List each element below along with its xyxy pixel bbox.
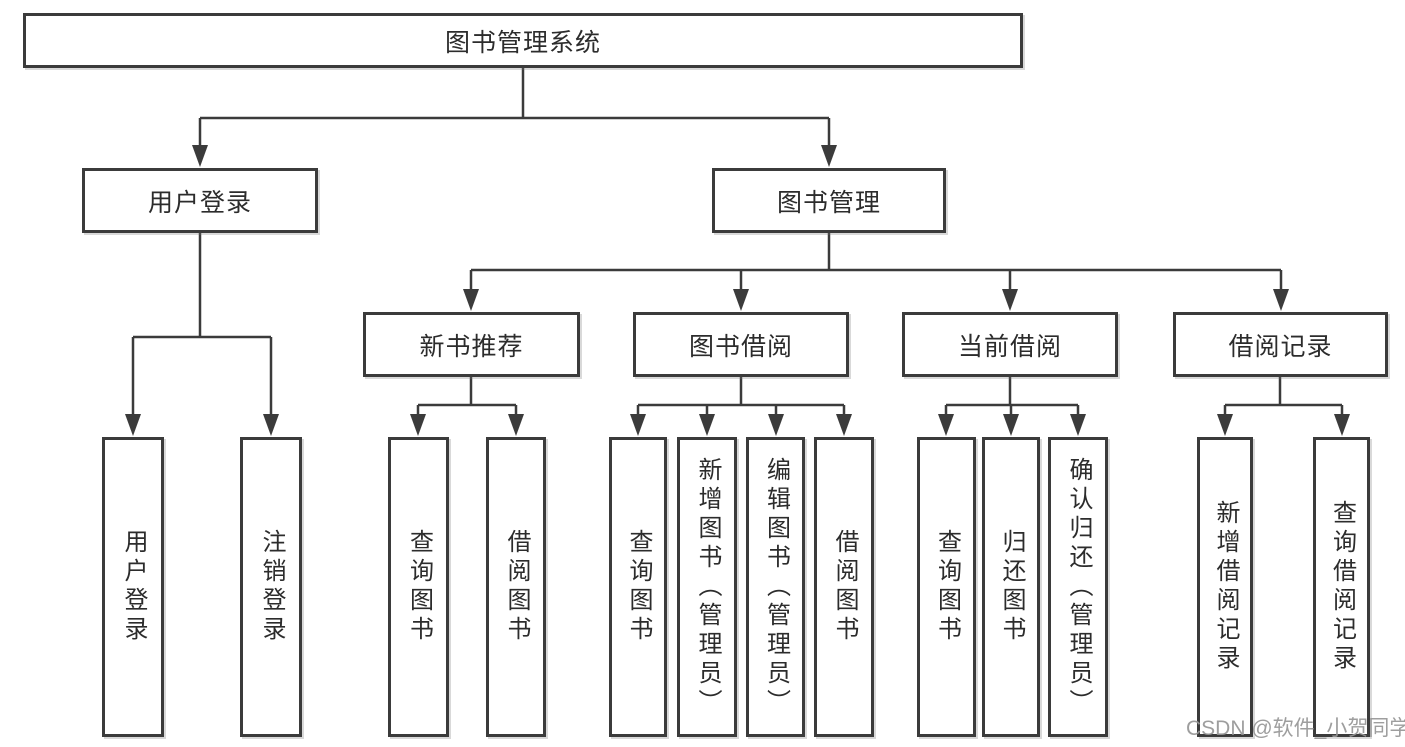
- node-book-management: 图书管理: [712, 168, 946, 233]
- arrowhead: [1217, 414, 1233, 436]
- node-label: 借阅记录: [1228, 332, 1333, 361]
- node-label: 当前借阅: [957, 332, 1062, 361]
- leaf-query-books-current: 查询图书: [917, 437, 976, 737]
- arrowhead: [821, 145, 837, 167]
- arrowhead: [1334, 414, 1350, 436]
- arrowhead: [699, 414, 715, 436]
- arrowhead: [630, 414, 646, 436]
- leaf-borrow-books: 借阅图书: [814, 437, 874, 737]
- node-label: 用户登录: [120, 529, 147, 645]
- arrowhead: [125, 414, 141, 436]
- node-label: 注销登录: [258, 529, 285, 645]
- leaf-user-login: 用户登录: [102, 437, 164, 737]
- arrowhead: [1070, 414, 1086, 436]
- node-new-book-recommend: 新书推荐: [363, 312, 580, 377]
- arrowhead: [508, 414, 524, 436]
- leaf-logout: 注销登录: [240, 437, 302, 737]
- node-label: 确认归还（管理员）: [1065, 456, 1092, 718]
- arrowhead: [768, 414, 784, 436]
- node-label: 查询图书: [405, 529, 433, 645]
- arrowhead: [192, 145, 208, 167]
- node-label: 新书推荐: [419, 332, 524, 361]
- arrowhead: [1273, 289, 1289, 311]
- node-book-borrow: 图书借阅: [633, 312, 849, 377]
- node-label: 归还图书: [998, 529, 1025, 645]
- csdn-watermark: CSDN @软件_小贺同学: [1186, 717, 1405, 740]
- arrowhead: [410, 414, 426, 436]
- node-user-login: 用户登录: [82, 168, 318, 233]
- node-label: 图书借阅: [688, 332, 793, 361]
- arrowhead: [733, 289, 749, 311]
- leaf-query-books-borrow: 查询图书: [609, 437, 667, 737]
- leaf-add-borrow-record: 新增借阅记录: [1197, 437, 1253, 737]
- node-label: 用户登录: [147, 188, 252, 217]
- node-label: 查询图书: [933, 529, 961, 645]
- node-label: 编辑图书（管理员）: [762, 456, 790, 718]
- arrowhead: [938, 414, 954, 436]
- node-label: 新增图书（管理员）: [694, 456, 721, 718]
- node-label: 借阅图书: [503, 529, 530, 645]
- leaf-query-borrow-record: 查询借阅记录: [1313, 437, 1370, 737]
- arrowhead: [263, 414, 279, 436]
- node-label: 查询图书: [625, 529, 652, 645]
- node-current-borrow: 当前借阅: [902, 312, 1118, 377]
- leaf-borrow-books-recommend: 借阅图书: [486, 437, 546, 737]
- leaf-edit-books-admin: 编辑图书（管理员）: [746, 437, 805, 737]
- leaf-add-books-admin: 新增图书（管理员）: [677, 437, 737, 737]
- node-label: 借阅图书: [831, 529, 858, 645]
- arrowhead: [463, 289, 479, 311]
- leaf-confirm-return-admin: 确认归还（管理员）: [1048, 437, 1108, 737]
- node-label: 查询借阅记录: [1328, 500, 1356, 674]
- connector-arrowheads: [125, 145, 1350, 436]
- arrowhead: [836, 414, 852, 436]
- arrowhead: [1003, 414, 1019, 436]
- node-label: 图书管理系统: [444, 28, 601, 57]
- node-label: 新增借阅记录: [1212, 500, 1239, 674]
- node-label: 图书管理: [776, 188, 881, 217]
- node-root: 图书管理系统: [23, 13, 1023, 68]
- leaf-query-books-recommend: 查询图书: [388, 437, 449, 737]
- arrowhead: [1002, 289, 1018, 311]
- leaf-return-books: 归还图书: [982, 437, 1040, 737]
- node-borrow-records: 借阅记录: [1173, 312, 1388, 377]
